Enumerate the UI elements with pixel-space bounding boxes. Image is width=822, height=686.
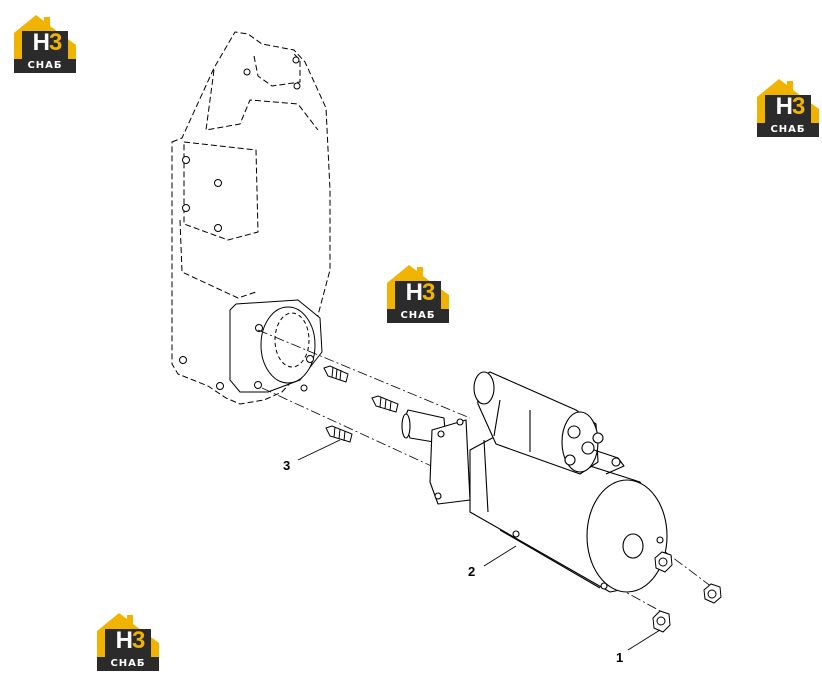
logo-mark: H3 xyxy=(405,279,436,306)
nut-right xyxy=(703,583,722,604)
stud-3 xyxy=(325,425,353,443)
watermark-logo: H3 СНАБ xyxy=(97,613,159,673)
stud-2 xyxy=(371,395,399,413)
watermark-logo: H3 СНАБ xyxy=(387,265,449,325)
logo-mark: H3 xyxy=(32,29,63,56)
logo-text: СНАБ xyxy=(387,309,449,323)
logo-text: СНАБ xyxy=(757,123,819,137)
logo-house-icon xyxy=(757,79,819,123)
logo-mark: H3 xyxy=(775,93,806,120)
flywheel-housing xyxy=(171,31,331,405)
logo-house-icon xyxy=(97,613,159,657)
callout-leaders xyxy=(297,439,661,651)
nut-lower xyxy=(652,610,671,633)
watermark-logo: H3 СНАБ xyxy=(14,15,76,75)
logo-text: СНАБ xyxy=(14,59,76,73)
callout-3: 3 xyxy=(283,458,291,473)
logo-house-icon xyxy=(387,265,449,309)
stud-1 xyxy=(323,365,349,383)
callout-1: 1 xyxy=(616,650,624,665)
starter-motor xyxy=(401,371,668,593)
logo-text: СНАБ xyxy=(97,657,159,671)
nut-upper xyxy=(654,551,673,573)
callout-2: 2 xyxy=(468,564,476,579)
watermark-logo: H3 СНАБ xyxy=(757,79,819,139)
stud-bolts xyxy=(323,365,399,443)
logo-house-icon xyxy=(14,15,76,59)
logo-mark: H3 xyxy=(115,627,146,654)
flange-nuts xyxy=(652,551,722,633)
